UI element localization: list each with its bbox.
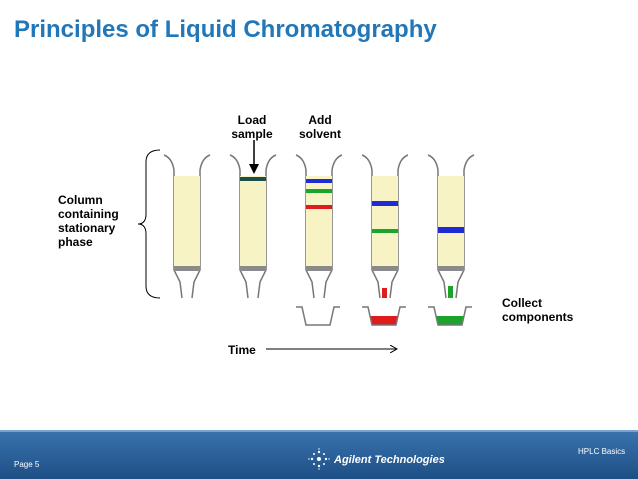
- footer-page-number: Page 5: [14, 460, 40, 469]
- column-4: [361, 154, 409, 299]
- band-green-4: [372, 229, 398, 233]
- band-green-3: [306, 189, 332, 193]
- frit-5: [438, 266, 464, 271]
- column-5: [427, 154, 475, 299]
- load-sample-arrowhead: [249, 164, 259, 174]
- band-red-3: [306, 205, 332, 209]
- band-blue-4: [372, 201, 398, 206]
- drip-green: [448, 286, 453, 298]
- footer-section: HPLC Basics: [578, 447, 626, 456]
- drip-red: [382, 288, 387, 298]
- footer-divider: [0, 430, 638, 432]
- spark-logo-icon: [308, 448, 330, 470]
- column-1: [163, 154, 211, 299]
- chromatography-diagram: [137, 140, 475, 430]
- column-3: [295, 154, 343, 299]
- column-2: [229, 154, 277, 299]
- beaker-red: [362, 306, 406, 326]
- slide-title: Principles of Liquid Chromatography: [14, 16, 437, 43]
- frit-3: [306, 266, 332, 271]
- footer-brand: Agilent Technologies: [334, 454, 445, 466]
- column-bracket: [137, 149, 161, 299]
- band-sample: [240, 177, 266, 181]
- label-time: Time: [228, 343, 256, 357]
- frit-4: [372, 266, 398, 271]
- frit-2: [240, 266, 266, 271]
- beaker-green: [428, 306, 472, 326]
- frit-1: [174, 266, 200, 271]
- band-blue-3: [306, 179, 332, 183]
- band-blue-5: [438, 227, 464, 233]
- footer-bar: [0, 432, 638, 479]
- beaker-empty: [296, 306, 340, 326]
